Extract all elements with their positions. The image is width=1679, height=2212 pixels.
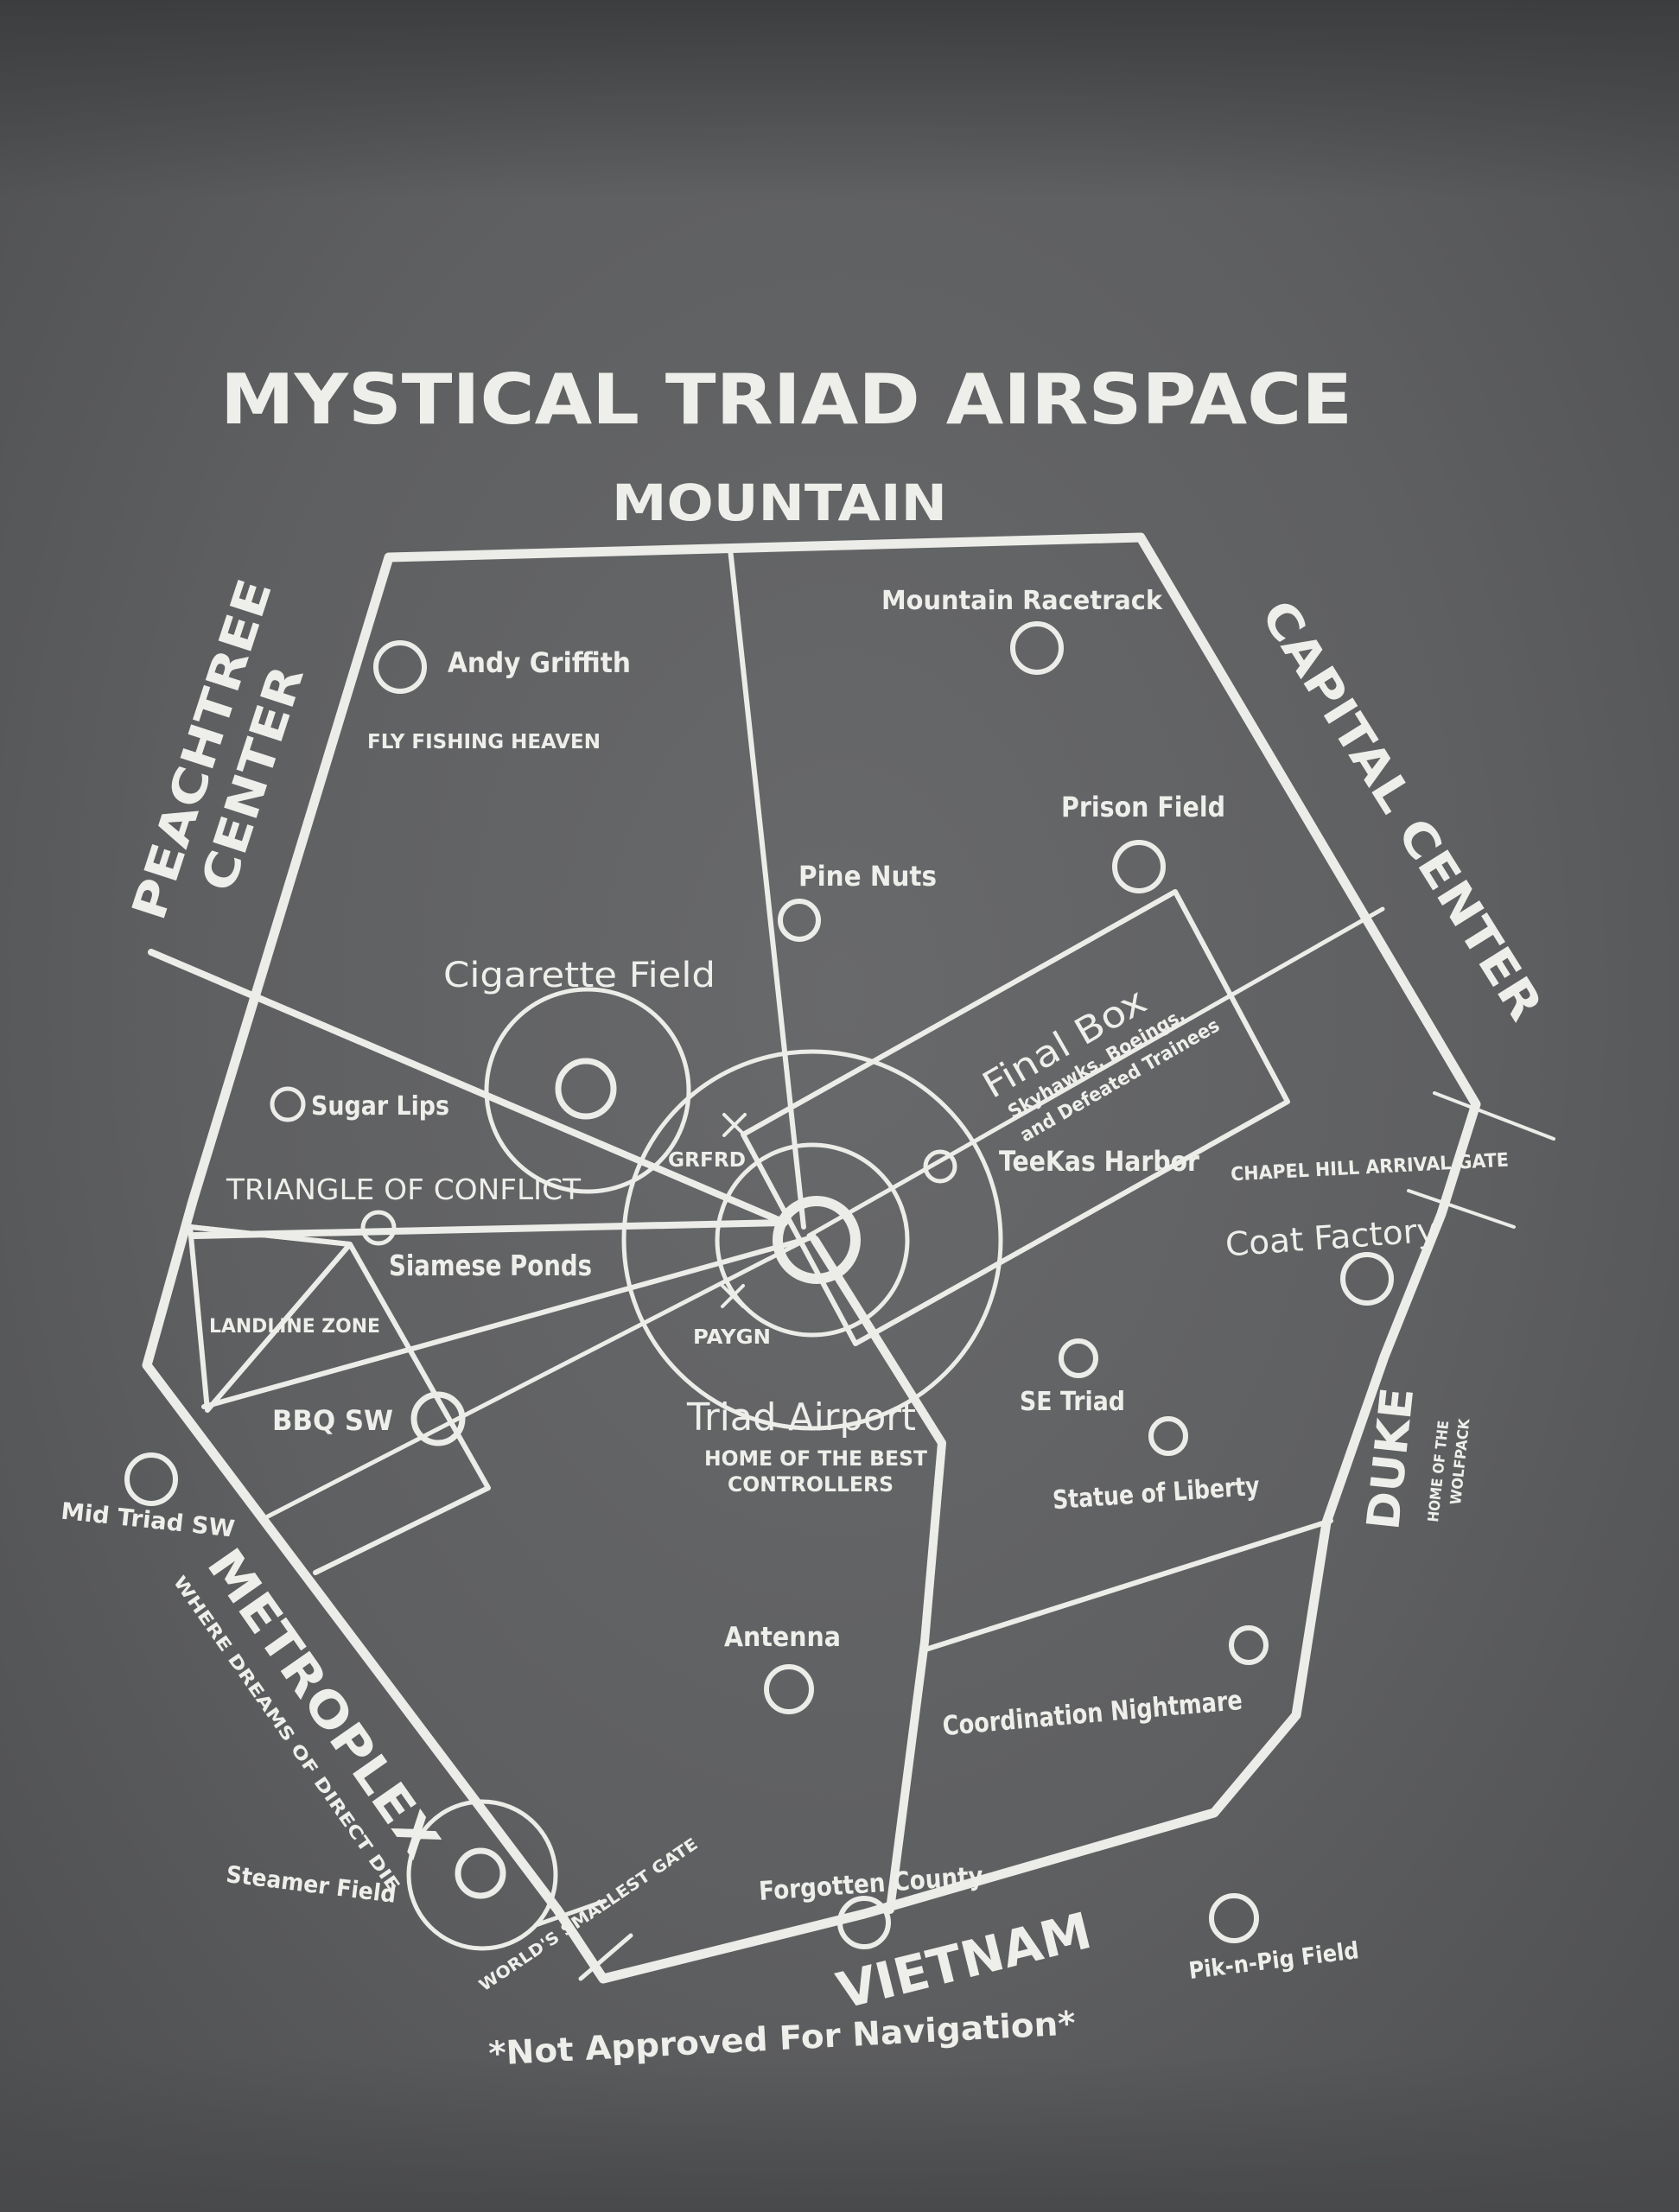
antenna-field-icon bbox=[764, 1664, 814, 1714]
label-chapel-hill-arrival-gate: CHAPEL HILL ARRIVAL GATE bbox=[1231, 1150, 1510, 1186]
mountain-racetrack-field-icon bbox=[1010, 621, 1064, 675]
label-grfrd: GRFRD bbox=[668, 1149, 746, 1172]
region-label-vietnam: VIETNAM bbox=[831, 1901, 1097, 2021]
mountain-divider bbox=[728, 546, 806, 1230]
coordination-nightmare-field-icon bbox=[1229, 1625, 1269, 1665]
map-title: MYSTICAL TRIAD AIRSPACE bbox=[220, 359, 1352, 440]
cigarette-field-icon bbox=[555, 1058, 617, 1120]
label-prison-field: Prison Field bbox=[1061, 791, 1225, 823]
label-antenna: Antenna bbox=[724, 1622, 841, 1653]
cigarette-field-outer-ring bbox=[484, 987, 691, 1194]
coat-factory-field-icon bbox=[1340, 1252, 1394, 1306]
region-label-capital-center: CAPITAL CENTER bbox=[1250, 591, 1553, 1030]
label-fly-fishing-heaven: FLY FISHING HEAVEN bbox=[367, 731, 601, 753]
label-pine-nuts: Pine Nuts bbox=[798, 860, 937, 893]
bbq-radial bbox=[265, 1233, 817, 1519]
grfrd-fix-mark-2 bbox=[722, 1113, 747, 1137]
label-paygn: PAYGN bbox=[693, 1326, 771, 1349]
airport-ring-middle bbox=[715, 1142, 910, 1338]
disclaimer-text: *Not Approved For Navigation* bbox=[487, 2004, 1077, 2073]
label-landline-zone: LANDLINE ZONE bbox=[209, 1316, 380, 1338]
label-bbq-sw: BBQ SW bbox=[272, 1404, 393, 1437]
label-pik-n-pig-field: Pik-n-Pig Field bbox=[1187, 1937, 1360, 1985]
label-se-triad: SE Triad bbox=[1020, 1387, 1125, 1417]
statue-of-liberty-field-icon bbox=[1148, 1416, 1188, 1456]
andy-griffith-field-icon bbox=[373, 640, 427, 694]
label-teekas-harbor: TeeKas Harbor bbox=[999, 1145, 1199, 1178]
pik-n-pig-field-icon bbox=[1209, 1893, 1259, 1943]
sugar-lips-field-icon bbox=[270, 1086, 306, 1122]
label-statue-of-liberty: Statue of Liberty bbox=[1052, 1471, 1261, 1516]
airport-ring-inner bbox=[773, 1196, 861, 1284]
shirt-fold-shadow-top bbox=[0, 0, 1679, 199]
airspace-boundaries bbox=[142, 532, 1555, 1984]
label-airport-sub2: CONTROLLERS bbox=[728, 1472, 894, 1497]
triad-airport-rings bbox=[621, 1049, 1003, 1431]
region-label-duke-sub1: HOME OF THE bbox=[1425, 1420, 1453, 1522]
worlds-smallest-gate-tick-2 bbox=[578, 1933, 633, 1981]
coordination-nightmare-boundary bbox=[920, 1518, 1333, 1653]
label-cigarette-field: Cigarette Field bbox=[443, 956, 715, 995]
capital-gate-tick bbox=[1433, 1091, 1555, 1141]
shirt-fold-shadow-bottom bbox=[0, 2056, 1679, 2212]
landline-zone-outline bbox=[188, 1224, 491, 1575]
label-coat-factory: Coat Factory bbox=[1224, 1211, 1438, 1263]
label-siamese-ponds: Siamese Ponds bbox=[389, 1249, 592, 1282]
south-divider bbox=[811, 1236, 946, 1914]
landline-radial bbox=[201, 1235, 815, 1409]
siamese-ponds-field-icon bbox=[360, 1210, 397, 1246]
label-triangle-of-conflict: TRIANGLE OF CONFLICT bbox=[226, 1173, 582, 1206]
label-sugar-lips: Sugar Lips bbox=[311, 1091, 449, 1122]
label-airport-sub1: HOME OF THE BEST bbox=[704, 1446, 928, 1471]
pine-nuts-field-icon bbox=[778, 899, 821, 942]
se-triad-field-icon bbox=[1059, 1338, 1098, 1378]
region-label-metroplex: METROPLEX bbox=[196, 1539, 450, 1868]
label-triad-airport: Triad Airport bbox=[686, 1395, 916, 1440]
prison-field-icon bbox=[1112, 840, 1166, 893]
worlds-smallest-gate-tick-1 bbox=[533, 1898, 607, 1928]
forgotten-county-field-icon bbox=[837, 1896, 891, 1949]
outer-boundary bbox=[142, 532, 1481, 1984]
steamer-field-icon bbox=[455, 1847, 506, 1899]
airport-ring-outer bbox=[621, 1049, 1003, 1431]
coat-factory-gate-tick bbox=[1407, 1189, 1516, 1229]
label-mountain-racetrack: Mountain Racetrack bbox=[881, 586, 1163, 616]
mid-triad-sw-field-icon bbox=[124, 1452, 178, 1506]
steamer-field-outer-ring bbox=[406, 1799, 558, 1951]
bbq-sw-field-icon bbox=[410, 1391, 466, 1446]
label-andy-griffith: Andy Griffith bbox=[448, 646, 631, 679]
teekas-harbor-field-icon bbox=[923, 1149, 957, 1184]
capital-radial bbox=[806, 906, 1385, 1238]
airfield-markers bbox=[124, 621, 1394, 1951]
paygn-fix-mark-2 bbox=[721, 1284, 745, 1308]
region-label-mountain: MOUNTAIN bbox=[612, 474, 947, 532]
label-coordination-nightmare: Coordination Nightmare bbox=[941, 1685, 1243, 1742]
